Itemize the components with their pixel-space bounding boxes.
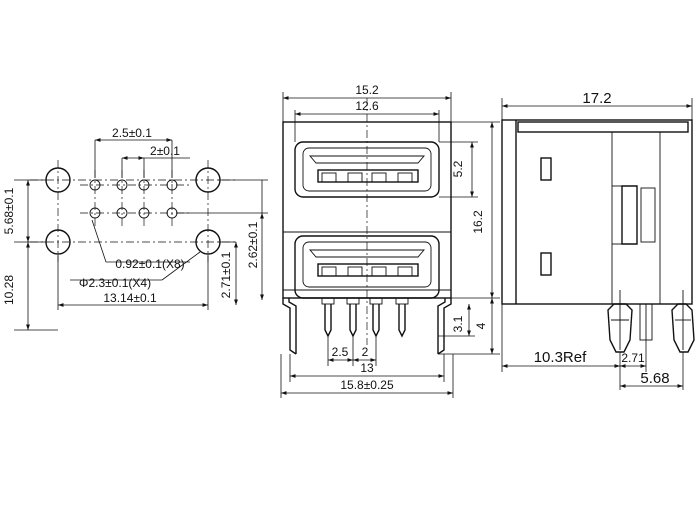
dim-width-13-14: 13.14±0.1: [103, 291, 157, 305]
dim-width-15-2: 15.2: [355, 83, 379, 97]
mounting-peg-right: [671, 290, 695, 353]
dim-span-13: 13: [360, 361, 374, 375]
front-view: 15.2 12.6 5.2 16.2 3.1 4 2.5 2 13 15.8±0…: [280, 83, 500, 398]
pcb-centerlines: [30, 160, 235, 262]
dim-pin-3-1: 3.1: [451, 315, 465, 332]
latch-slot: [540, 157, 552, 181]
dim-depth-17-2: 17.2: [582, 90, 611, 107]
dim-offset-2-71: 2.71±0.1: [219, 251, 233, 298]
dim-front-pitch-2: 2: [362, 345, 369, 359]
latch-slot: [540, 252, 552, 276]
dim-offset-2-62: 2.62±0.1: [246, 221, 260, 268]
side-housing: [501, 119, 693, 305]
side-top-shield: [517, 121, 689, 133]
dim-height-16-2: 16.2: [471, 210, 485, 234]
dim-side-pin-5-68: 5.68: [640, 370, 669, 387]
dim-height-5-2: 5.2: [451, 160, 465, 177]
mounting-peg-left: [607, 290, 633, 353]
pcb-layout-view: 2.5±0.1 2±0.1 5.68±0.1 10.28 0.92±0.1(X8…: [2, 126, 268, 331]
dim-span-15-8: 15.8±0.25: [340, 378, 394, 392]
pin-holes: [89, 179, 178, 219]
dim-front-pitch-2-5: 2.5: [332, 345, 349, 359]
dim-width-12-6: 12.6: [355, 99, 379, 113]
mounting-holes: [45, 167, 221, 255]
dim-ref-10-3: 10.3Ref: [534, 349, 587, 366]
dim-pitch-2: 2±0.1: [150, 144, 180, 158]
side-view: 17.2 10.3Ref 2.71 5.68: [501, 90, 695, 390]
signal-pins: [321, 297, 409, 338]
callout-pin-hole: 0.92±0.1(X8): [115, 257, 184, 271]
dim-pitch-2-5: 2.5±0.1: [112, 126, 152, 140]
mounting-leg-left: [282, 298, 297, 355]
side-clip: [621, 185, 638, 245]
dim-total-10-28: 10.28: [2, 275, 16, 305]
mounting-leg-right: [437, 298, 452, 355]
dim-side-pin-2-71: 2.71: [621, 351, 645, 365]
dim-pin-4: 4: [474, 322, 488, 329]
callout-mount-hole: Φ2.3±0.1(X4): [79, 276, 151, 290]
dim-row-5-68: 5.68±0.1: [2, 187, 16, 234]
